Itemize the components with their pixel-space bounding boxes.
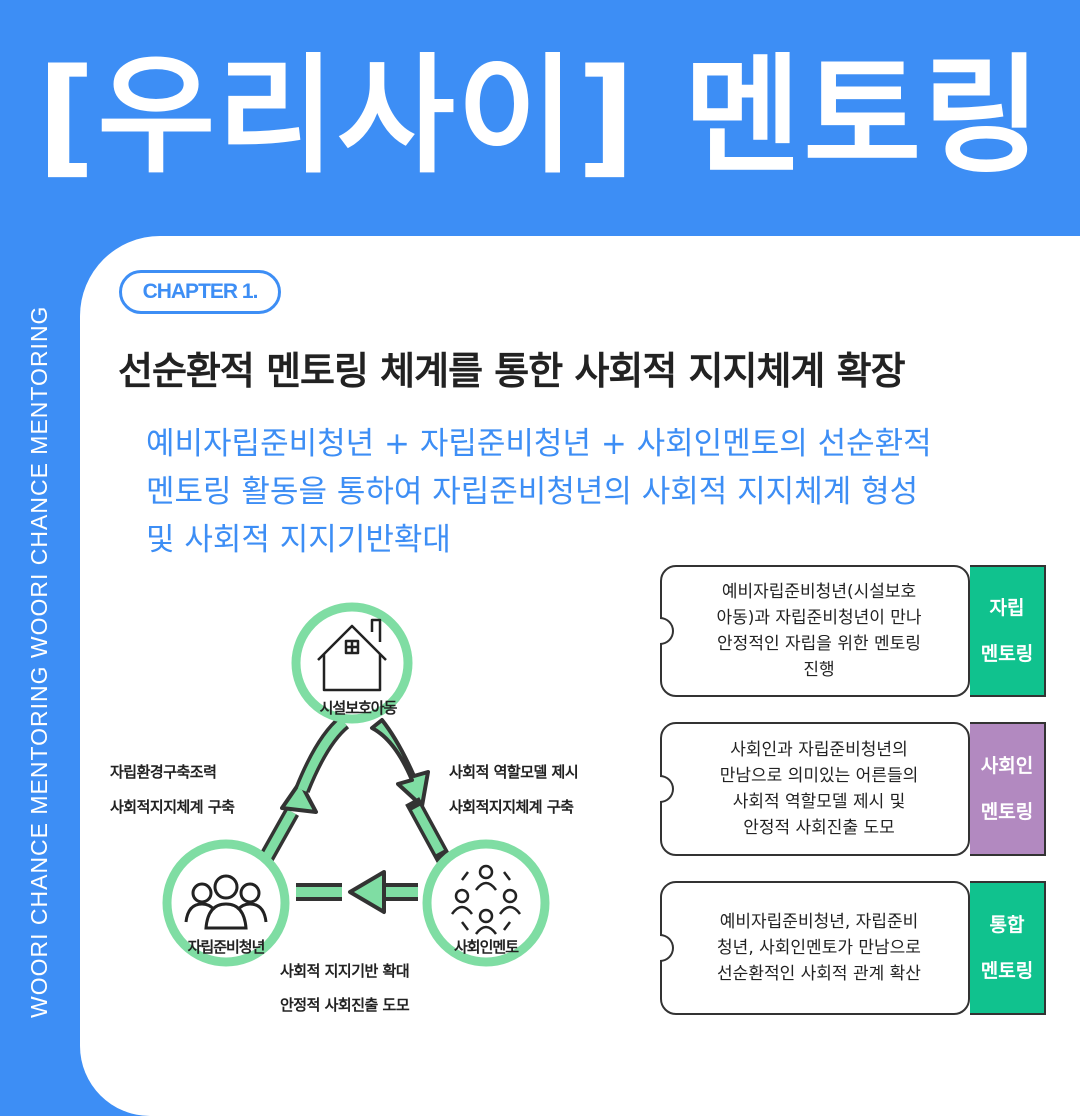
cycle-diagram bbox=[162, 602, 550, 967]
right-edge-label-2: 사회적지지체계 구축 bbox=[449, 798, 574, 816]
house-icon bbox=[317, 618, 387, 692]
node-right-label: 사회인멘토 bbox=[453, 938, 519, 956]
tag-line: 멘토링 bbox=[980, 801, 1034, 823]
tag-line: 멘토링 bbox=[980, 643, 1034, 665]
mentoring-desc: 예비자립준비청년, 자립준비 청년, 사회인멘토가 만남으로 선순환적인 사회적… bbox=[717, 909, 921, 987]
tag-line: 통합 bbox=[989, 914, 1025, 936]
description-line: 및 사회적 지지기반확대 bbox=[146, 522, 451, 558]
bottom-edge-label-2: 안정적 사회진출 도모 bbox=[280, 996, 410, 1014]
mentoring-desc-line: 선순환적인 사회적 관계 확산 bbox=[717, 964, 921, 984]
tag-line: 사회인 bbox=[980, 755, 1034, 777]
network-people-icon bbox=[450, 864, 522, 935]
node-left-label: 자립준비청년 bbox=[187, 938, 266, 956]
mentoring-card-social: 사회인과 자립준비청년의 만남으로 의미있는 어른들의 사회적 역할모델 제시 … bbox=[660, 722, 970, 856]
ticket-notch bbox=[660, 934, 674, 962]
mentoring-desc-line: 안정적 사회진출 도모 bbox=[743, 818, 895, 838]
left-edge-label-2: 사회적지지체계 구축 bbox=[110, 798, 235, 816]
tag-line: 자립 bbox=[989, 597, 1025, 619]
node-top-label: 시설보호아동 bbox=[319, 699, 398, 717]
headline: 선순환적 멘토링 체계를 통한 사회적 지지체계 확장 bbox=[118, 349, 906, 393]
mentoring-desc-line: 예비자립준비청년, 자립준비 bbox=[719, 912, 919, 932]
mentoring-desc-line: 아동)과 자립준비청년이 만나 bbox=[716, 608, 922, 628]
mentoring-card-independence: 예비자립준비청년(시설보호 아동)과 자립준비청년이 만나 안정적인 자립을 위… bbox=[660, 565, 970, 697]
ticket-notch bbox=[660, 775, 674, 803]
mentoring-desc: 예비자립준비청년(시설보호 아동)과 자립준비청년이 만나 안정적인 자립을 위… bbox=[716, 579, 921, 683]
mentoring-desc-line: 청년, 사회인멘토가 만남으로 bbox=[717, 938, 921, 958]
mentoring-card-integrated: 예비자립준비청년, 자립준비 청년, 사회인멘토가 만남으로 선순환적인 사회적… bbox=[660, 881, 970, 1015]
description: 예비자립준비청년 + 자립준비청년 + 사회인멘토의 선순환적 멘토링 활동을 … bbox=[146, 420, 1046, 564]
ticket-notch bbox=[660, 617, 674, 645]
group-people-icon bbox=[184, 874, 268, 930]
right-edge-label-1: 사회적 역할모델 제시 bbox=[449, 763, 579, 781]
mentoring-desc-line: 사회적 역할모델 제시 및 bbox=[732, 792, 906, 812]
mentoring-desc-line: 안정적인 자립을 위한 멘토링 bbox=[717, 634, 921, 654]
node-right-circle bbox=[422, 839, 550, 967]
mentoring-desc-line: 예비자립준비청년(시설보호 bbox=[721, 582, 917, 602]
mentoring-desc-line: 진행 bbox=[803, 660, 835, 680]
tag-line: 멘토링 bbox=[980, 960, 1034, 982]
page-title: [우리사이] 멘토링 bbox=[37, 42, 1043, 191]
arrow-right-to-left bbox=[296, 870, 418, 914]
chapter-badge: CHAPTER 1. bbox=[119, 270, 281, 314]
mentoring-desc: 사회인과 자립준비청년의 만남으로 의미있는 어른들의 사회적 역할모델 제시 … bbox=[720, 737, 919, 841]
left-edge-label-1: 자립환경구축조력 bbox=[110, 763, 217, 781]
description-line: 멘토링 활동을 통하여 자립준비청년의 사회적 지지체계 형성 bbox=[146, 474, 919, 510]
arrow-top-to-right bbox=[370, 718, 451, 863]
description-line: 예비자립준비청년 + 자립준비청년 + 사회인멘토의 선순환적 bbox=[146, 426, 932, 462]
bottom-edge-label-1: 사회적 지지기반 확대 bbox=[280, 962, 410, 980]
mentoring-desc-line: 만남으로 의미있는 어른들의 bbox=[719, 766, 919, 786]
mentoring-desc-line: 사회인과 자립준비청년의 bbox=[730, 740, 908, 760]
arrow-left-to-top bbox=[258, 715, 350, 864]
